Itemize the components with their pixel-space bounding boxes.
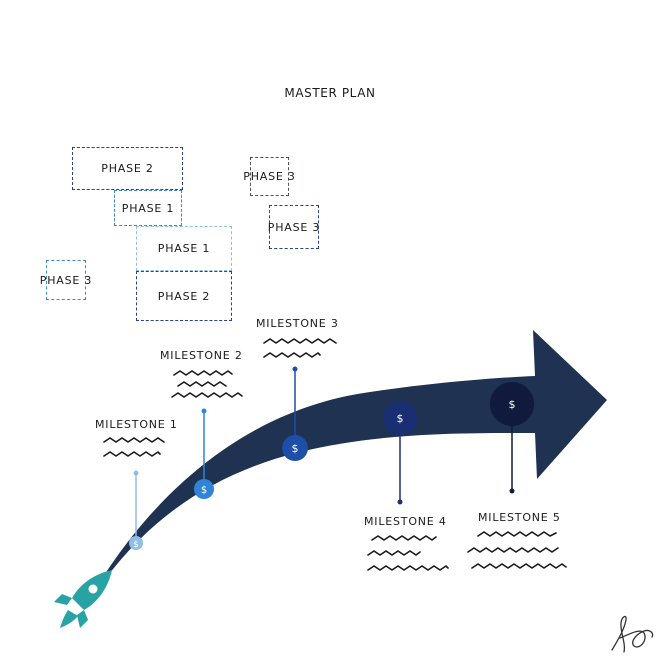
phase-box-7: PHASE 3: [40, 260, 91, 300]
milestone-label-1: MILESTONE 1: [95, 418, 178, 431]
wavy-text-lines: [103, 338, 567, 571]
dollar-icon: $: [292, 442, 299, 455]
milestone-marker-4: [383, 401, 417, 435]
diagram-title: MASTER PLAN: [284, 86, 376, 100]
milestone-label-5: MILESTONE 5: [478, 511, 561, 524]
phase-box-4: PHASE 2: [136, 271, 232, 321]
signature-icon: [611, 615, 654, 653]
dollar-icon: $: [509, 398, 516, 411]
milestone-label-4: MILESTONE 4: [364, 515, 447, 528]
milestone-marker-1: [129, 536, 143, 550]
milestone-label-3: MILESTONE 3: [256, 317, 339, 330]
phase-box-6: PHASE 3: [268, 205, 319, 249]
dollar-icon: $: [201, 485, 207, 496]
rocket-icon: [54, 570, 112, 628]
phase-box-1: PHASE 2: [72, 147, 183, 190]
roadmap-arrow: [96, 330, 607, 588]
milestone-marker-2: [194, 479, 214, 499]
milestone-label-2: MILESTONE 2: [160, 349, 243, 362]
phase-box-2: PHASE 1: [114, 190, 182, 226]
phase-box-5: PHASE 3: [243, 157, 295, 196]
phase-box-3: PHASE 1: [136, 226, 232, 271]
dollar-icon: $: [133, 540, 139, 550]
milestone-marker-3: [282, 435, 308, 461]
dollar-icon: $: [397, 412, 404, 425]
milestone-marker-5: [490, 382, 534, 426]
